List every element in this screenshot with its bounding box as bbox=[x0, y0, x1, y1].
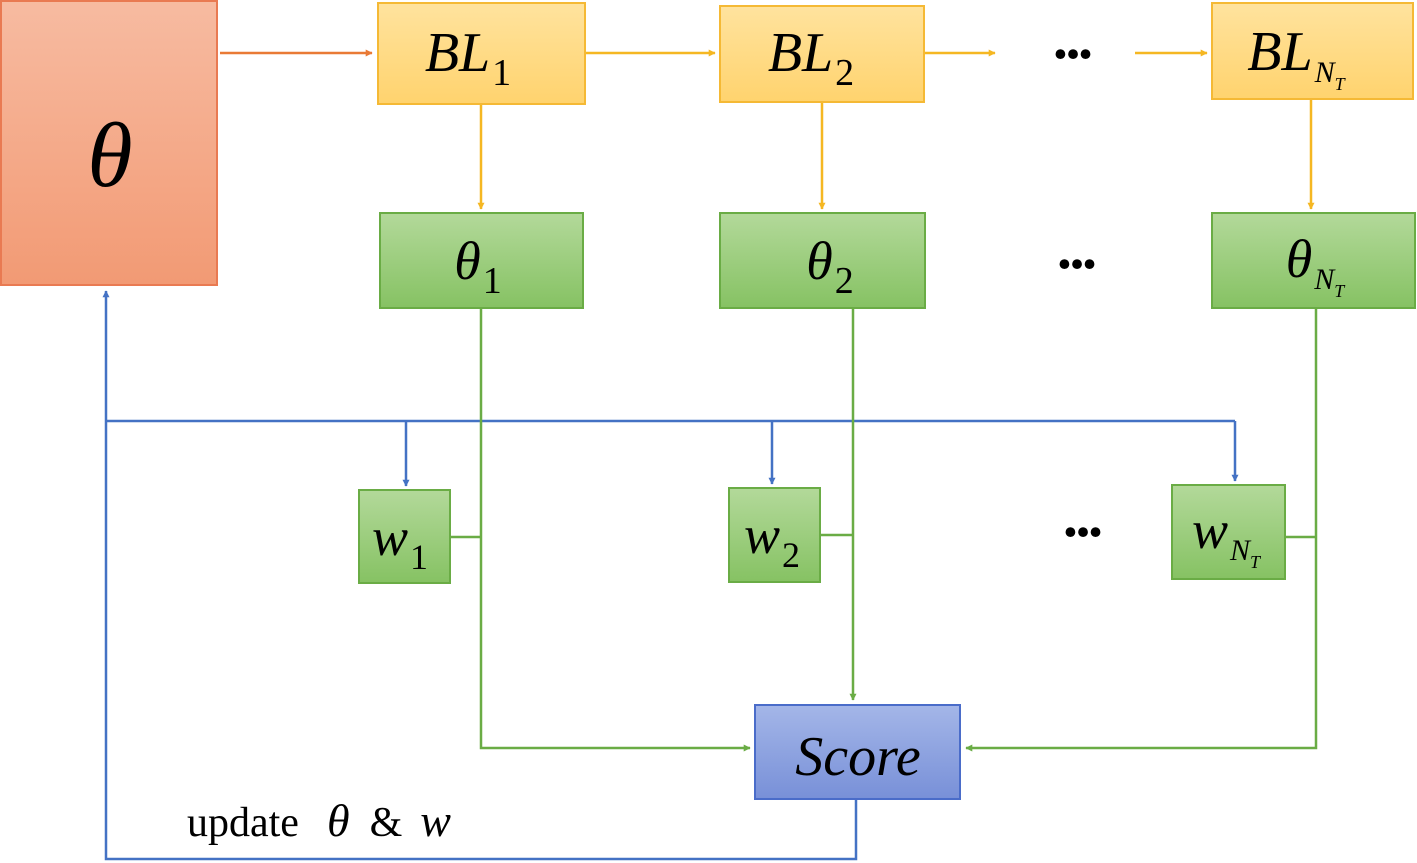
theta-box-1 bbox=[379, 212, 584, 309]
theta-block-symbol: θ bbox=[87, 104, 132, 206]
line-theta1-to-score bbox=[479, 309, 751, 752]
theta-box-2 bbox=[719, 212, 926, 309]
bl-box-n bbox=[1211, 2, 1414, 100]
bl-label-2: BL2 bbox=[768, 22, 854, 94]
w-box-1 bbox=[358, 489, 451, 584]
bl-box-2 bbox=[719, 5, 925, 103]
line-thetan-to-score bbox=[965, 309, 1318, 752]
w-label-n: wNT bbox=[1192, 500, 1262, 572]
w-label-1: w1 bbox=[372, 507, 428, 577]
score-box bbox=[754, 704, 961, 800]
bl-label-n: BLNT bbox=[1247, 21, 1346, 94]
theta-box-n bbox=[1211, 212, 1416, 309]
ellipsis-bottom: ••• bbox=[1064, 512, 1102, 552]
score-label: Score bbox=[795, 726, 920, 788]
bl-label-1: BL1 bbox=[425, 22, 511, 94]
theta-block bbox=[0, 0, 218, 286]
ellipsis-top: ••• bbox=[1054, 34, 1092, 74]
theta-label-1: θ1 bbox=[454, 231, 502, 302]
w-box-n bbox=[1171, 484, 1286, 580]
bl-box-1 bbox=[377, 2, 586, 105]
line-score-feedback bbox=[102, 290, 858, 861]
w-box-2 bbox=[728, 487, 821, 583]
theta-label-2: θ2 bbox=[806, 231, 854, 302]
w-label-2: w2 bbox=[744, 505, 800, 575]
theta-label-n: θNT bbox=[1286, 229, 1347, 301]
ellipsis-middle: ••• bbox=[1058, 244, 1096, 284]
